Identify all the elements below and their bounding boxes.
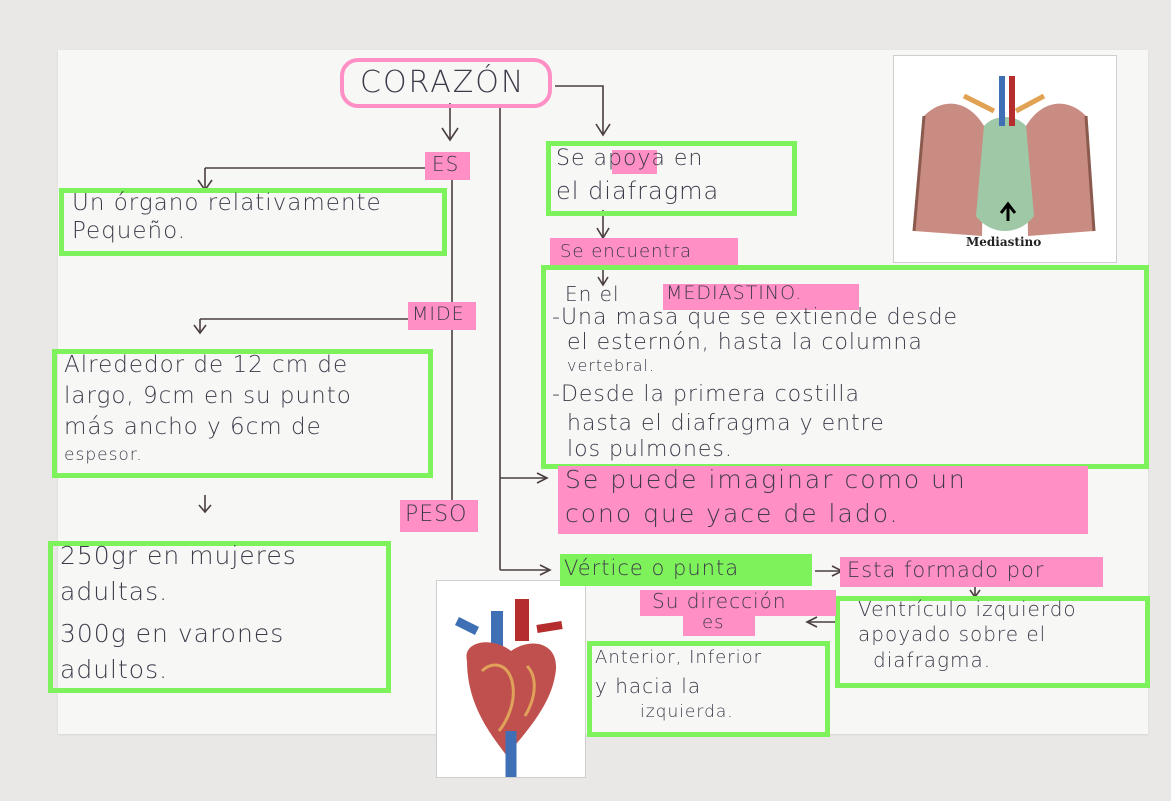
formado-label: Esta formado por — [847, 558, 1045, 582]
title-highlight — [340, 58, 552, 108]
mediastino-line-4: -Desde la primera costilla — [552, 382, 861, 407]
peso-box — [48, 541, 391, 693]
mediastinum-icon — [894, 56, 1116, 262]
mediastino-caption: Mediastino — [966, 235, 1042, 249]
imaginar-highlight — [558, 466, 1088, 534]
peso-text-2: adultas. — [60, 577, 169, 606]
direccion-text-3: izquierda. — [640, 702, 734, 722]
apoya-box — [546, 141, 797, 216]
mediastino-heading: MEDIASTINO. — [666, 282, 803, 304]
mediastino-heading-highlight — [663, 284, 859, 310]
mide-text-4: espesor. — [64, 445, 143, 465]
direccion-text-2: y hacia la — [595, 674, 702, 698]
es-text-2: Pequeño. — [72, 218, 187, 244]
imaginar-text-1: Se puede imaginar como un — [565, 465, 967, 494]
vertice-label: Vértice o punta — [564, 556, 740, 580]
mide-label: MIDE — [412, 303, 465, 325]
mide-box — [52, 349, 433, 478]
mediastino-heading-prefix: En el — [565, 282, 620, 306]
formado-text-1: Ventrículo izquierdo — [858, 597, 1077, 621]
heart-image — [436, 580, 586, 778]
es-label: ES — [432, 152, 460, 176]
apoya-text-1: Se apoya en — [556, 146, 704, 171]
mediastino-line-5: hasta el diafragma y entre — [567, 411, 885, 436]
es-box — [59, 188, 447, 256]
direccion-box — [587, 641, 830, 737]
mide-text-2: largo, 9cm en su punto — [64, 383, 352, 409]
mide-text-3: más ancho y 6cm de — [64, 414, 322, 440]
peso-text-1: 250gr en mujeres — [60, 541, 297, 570]
direccion-label-2: es — [702, 612, 725, 633]
encuentra-label: Se encuentra — [560, 241, 692, 262]
vertice-highlight — [560, 554, 812, 586]
peso-text-4: adultos. — [60, 655, 169, 684]
formado-text-3: diafragma. — [873, 648, 992, 672]
mide-label-highlight — [408, 302, 476, 330]
title-text: CORAZÓN — [360, 65, 526, 100]
mide-text-1: Alrededor de 12 cm de — [64, 352, 349, 378]
direccion-highlight-2 — [683, 614, 755, 636]
apoya-highlight — [612, 150, 657, 174]
peso-label: PESO — [405, 502, 468, 527]
formado-text-2: apoyado sobre el — [858, 622, 1047, 646]
encuentra-label-highlight — [550, 238, 738, 270]
peso-label-highlight — [400, 500, 478, 532]
apoya-text-2: el diafragma — [556, 177, 720, 205]
mediastino-line-6: los pulmones. — [567, 437, 733, 462]
es-text-1: Un órgano relativamente — [72, 190, 382, 216]
heart-icon — [437, 581, 585, 777]
direccion-highlight — [640, 590, 836, 616]
formado-highlight — [840, 557, 1103, 587]
direccion-text-1: Anterior, Inferior — [595, 647, 763, 668]
es-label-highlight — [425, 152, 470, 180]
mediastino-line-3: vertebral. — [567, 356, 656, 375]
mediastino-image: Mediastino — [893, 55, 1117, 263]
imaginar-text-2: cono que yace de lado. — [565, 499, 900, 528]
mediastino-line-1: -Una masa que se extiende desde — [552, 305, 959, 330]
mediastino-line-2: el esternón, hasta la columna — [567, 330, 923, 355]
formado-box — [835, 596, 1150, 688]
peso-text-3: 300g en varones — [60, 619, 285, 648]
direccion-label-1: Su dirección — [652, 589, 787, 613]
